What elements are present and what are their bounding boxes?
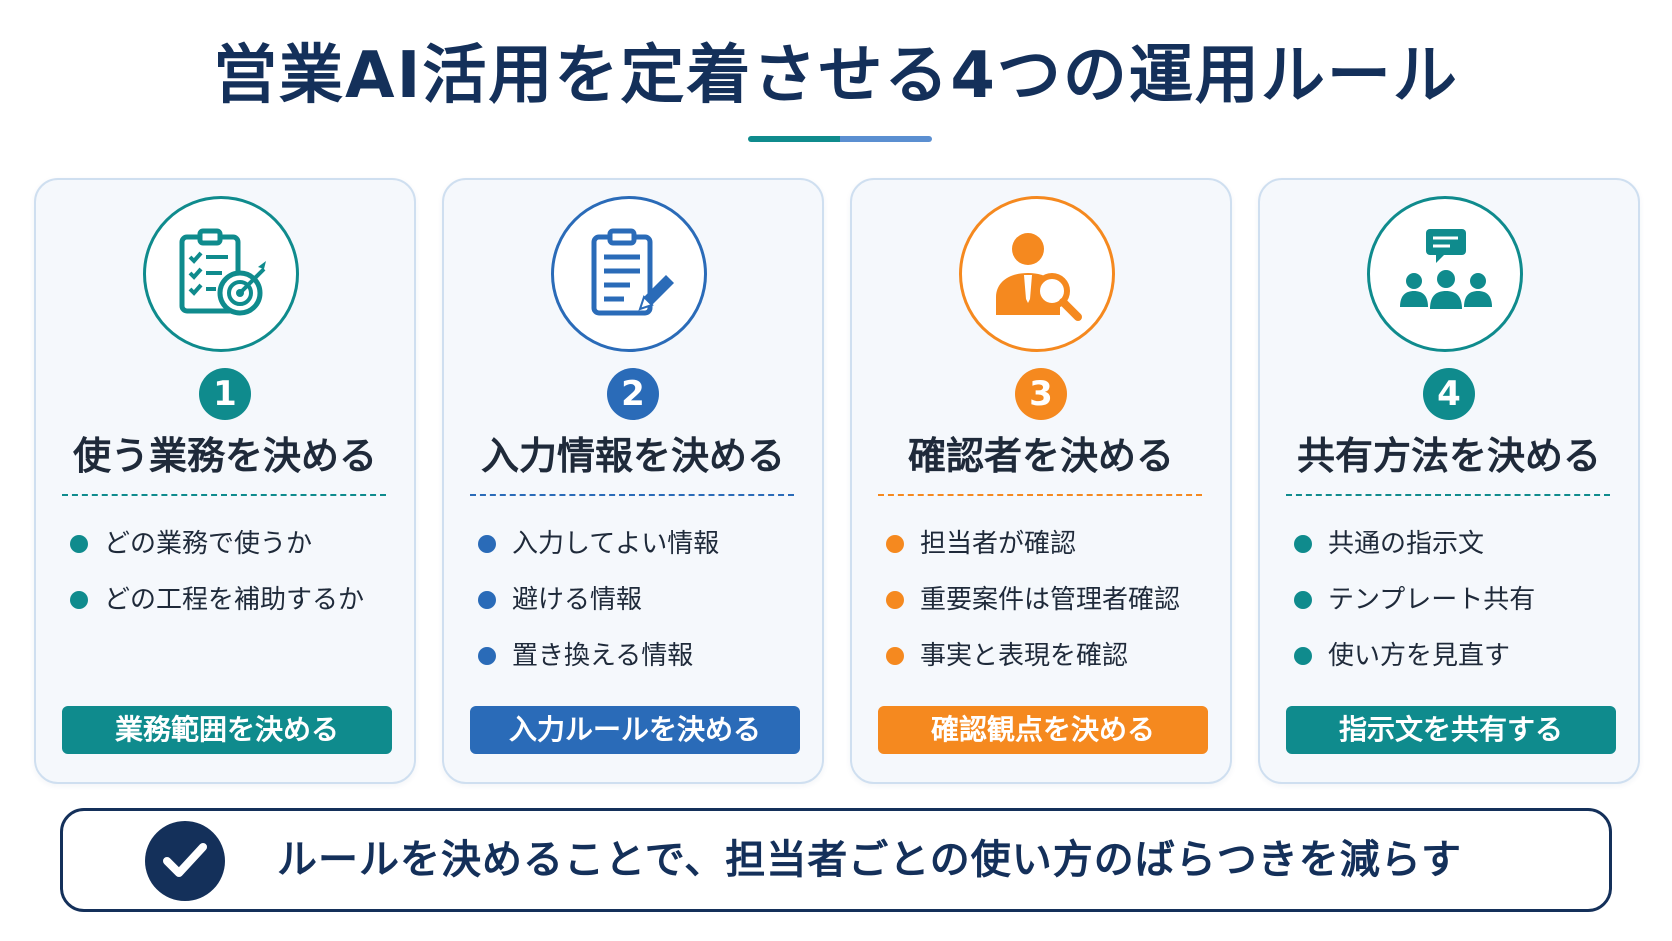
rule-card-2: 2 入力情報を決める 入力してよい情報 避ける情報 置き換える情報 入力ルールを… [442,178,824,784]
bullet-dot-icon [70,535,88,553]
bullet-text: 避ける情報 [512,585,643,615]
rule-card-1: 1 使う業務を決める どの業務で使うか どの工程を補助するか 業務範囲を決める [34,178,416,784]
bullet-dot-icon [478,591,496,609]
card-divider [470,494,794,496]
summary-banner: ルールを決めることで、担当者ごとの使い方のばらつきを減らす [60,808,1612,912]
list-item: どの業務で使うか [68,520,404,576]
bullet-list: どの業務で使うか どの工程を補助するか [68,520,404,632]
clipboard-pencil-icon [551,196,707,352]
card-divider [878,494,1202,496]
page-title: 営業AI活用を定着させる4つの運用ルール [213,39,1459,113]
bullet-dot-icon [1294,647,1312,665]
bullet-text: どの工程を補助するか [104,585,365,615]
list-item: テンプレート共有 [1292,576,1628,632]
list-item: 重要案件は管理者確認 [884,576,1220,632]
bullet-text: 担当者が確認 [920,529,1077,559]
bullet-dot-icon [1294,535,1312,553]
list-item: 入力してよい情報 [476,520,812,576]
rule-number-badge: 4 [1423,368,1475,420]
rule-number-badge: 1 [199,368,251,420]
summary-text: ルールを決めることで、担当者ごとの使い方のばらつきを減らす [277,837,1462,883]
bullet-dot-icon [1294,591,1312,609]
title-underline [748,136,932,142]
card-title: 確認者を決める [907,434,1174,478]
bullet-dot-icon [478,647,496,665]
bullet-dot-icon [886,591,904,609]
bullet-list: 入力してよい情報 避ける情報 置き換える情報 [476,520,812,688]
card-divider [1286,494,1610,496]
bullet-dot-icon [70,591,88,609]
rule-card-3: 3 確認者を決める 担当者が確認 重要案件は管理者確認 事実と表現を確認 確認観… [850,178,1232,784]
bullet-text: 重要案件は管理者確認 [920,585,1181,615]
group-chat-icon [1367,196,1523,352]
action-button-scope[interactable]: 業務範囲を決める [62,706,392,754]
bullet-list: 担当者が確認 重要案件は管理者確認 事実と表現を確認 [884,520,1220,688]
list-item: 置き換える情報 [476,632,812,688]
bullet-text: 共通の指示文 [1328,529,1485,559]
list-item: 使い方を見直す [1292,632,1628,688]
list-item: どの工程を補助するか [68,576,404,632]
rule-number-badge: 2 [607,368,659,420]
list-item: 担当者が確認 [884,520,1220,576]
action-button-input-rules[interactable]: 入力ルールを決める [470,706,800,754]
bullet-text: 使い方を見直す [1328,641,1511,671]
card-title: 入力情報を決める [480,434,785,478]
bullet-text: 置き換える情報 [512,641,694,671]
card-divider [62,494,386,496]
bullet-list: 共通の指示文 テンプレート共有 使い方を見直す [1292,520,1628,688]
list-item: 避ける情報 [476,576,812,632]
bullet-dot-icon [886,535,904,553]
checklist-target-icon [143,196,299,352]
bullet-text: テンプレート共有 [1328,585,1536,615]
bullet-text: どの業務で使うか [104,529,313,559]
list-item: 事実と表現を確認 [884,632,1220,688]
action-button-share-prompts[interactable]: 指示文を共有する [1286,706,1616,754]
check-icon [145,821,225,901]
bullet-text: 事実と表現を確認 [920,641,1129,671]
rule-card-4: 4 共有方法を決める 共通の指示文 テンプレート共有 使い方を見直す 指示文を共… [1258,178,1640,784]
bullet-dot-icon [886,647,904,665]
rule-number-badge: 3 [1015,368,1067,420]
card-title: 使う業務を決める [72,434,377,478]
bullet-dot-icon [478,535,496,553]
action-button-review-points[interactable]: 確認観点を決める [878,706,1208,754]
card-title: 共有方法を決める [1296,434,1601,478]
bullet-text: 入力してよい情報 [512,529,720,559]
list-item: 共通の指示文 [1292,520,1628,576]
rule-cards: 1 使う業務を決める どの業務で使うか どの工程を補助するか 業務範囲を決める [34,178,1640,784]
person-magnifier-icon [959,196,1115,352]
